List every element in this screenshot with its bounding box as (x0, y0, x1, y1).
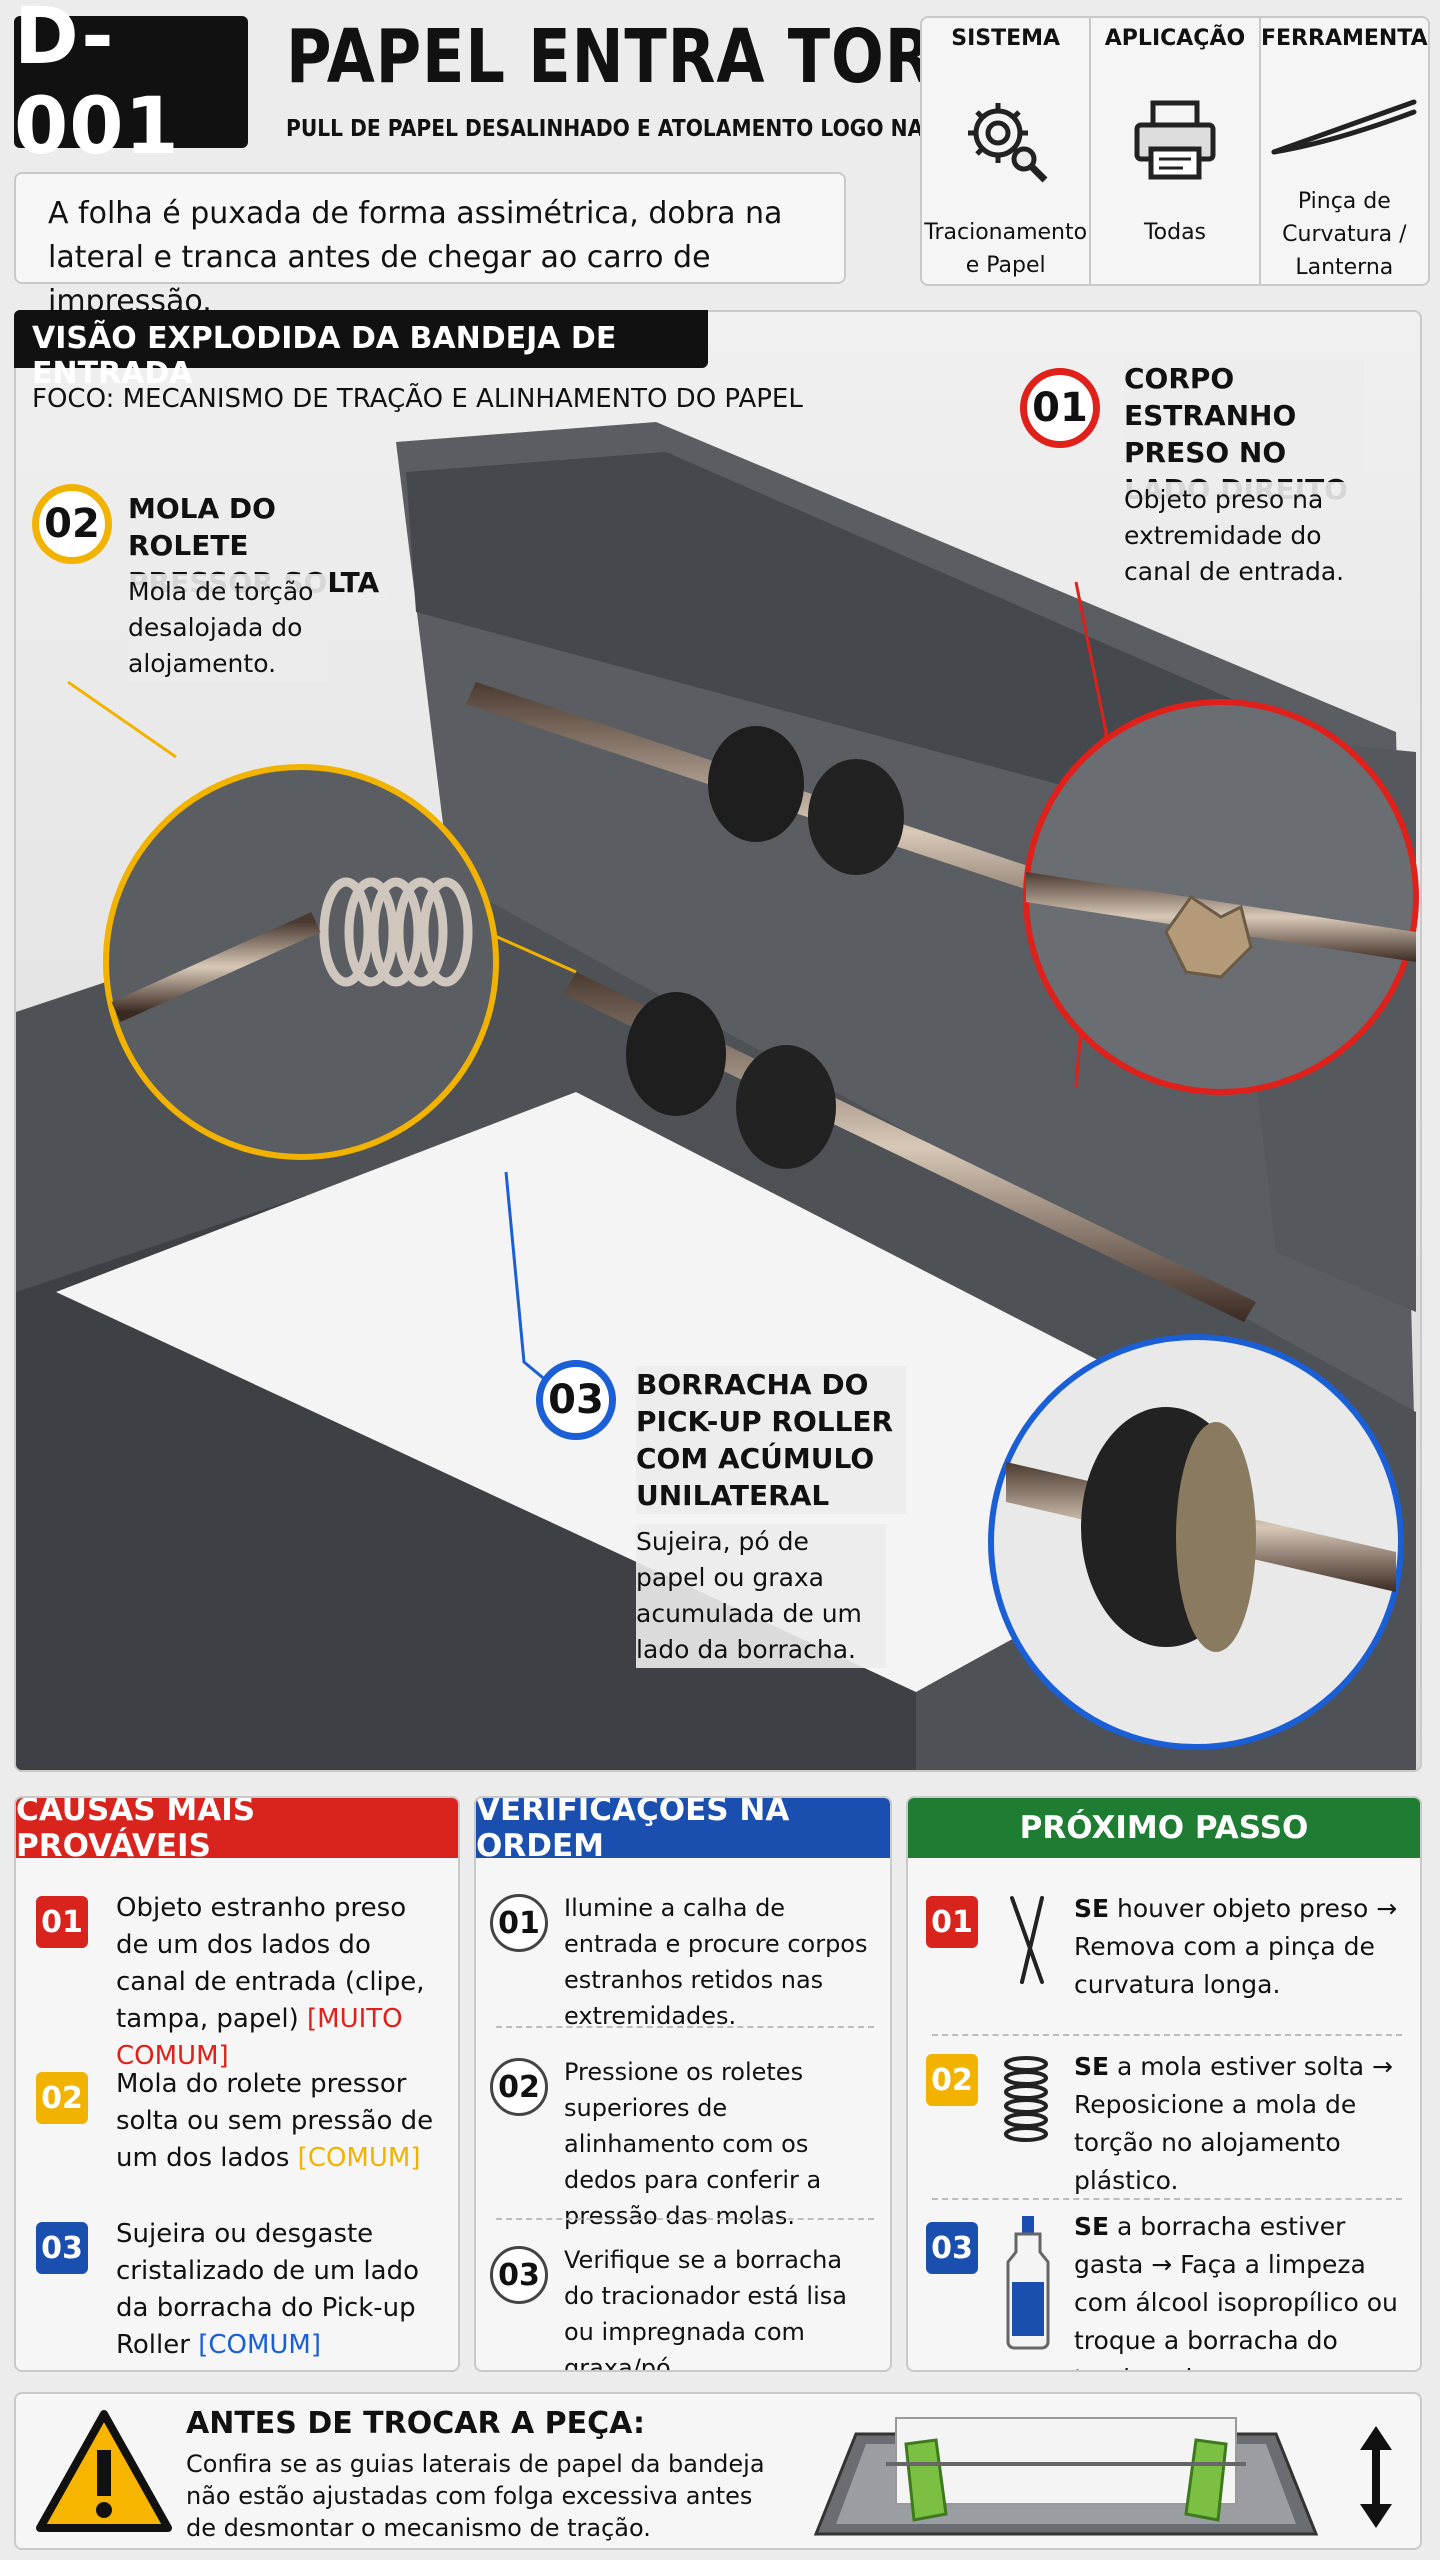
alcohol-bottle-icon (998, 2212, 1058, 2356)
step-condition: SE (1074, 2052, 1110, 2081)
warning-text: Confira se as guias laterais de papel da… (186, 2450, 765, 2542)
frequency-tag: [COMUM] (198, 2330, 322, 2360)
step-text: SE a borracha estiver gasta → Faça a lim… (1074, 2208, 1404, 2370)
page-subtitle: PULL DE PAPEL DESALINHADO E ATOLAMENTO L… (286, 116, 1039, 142)
meta-system: SISTEMA Tracionamento e Papel (922, 18, 1092, 284)
step-action: houver objeto preso → Remova com a pinça… (1074, 1894, 1398, 1999)
diagram-label: VISÃO EXPLODIDA DA BANDEJA DE ENTRADA (14, 310, 708, 391)
step-number: 01 (926, 1896, 978, 1948)
callout-02-text: Mola de torção desalojada do alojamento. (128, 574, 328, 682)
spring-icon (996, 2050, 1056, 2154)
step-action: a mola estiver solta → Reposicione a mol… (1074, 2052, 1394, 2195)
meta-tool: FERRAMENTA Pinça de Curvatura / Lanterna (1261, 18, 1428, 284)
meta-heading: SISTEMA (951, 26, 1061, 51)
step-condition: SE (1074, 2212, 1110, 2241)
symptom-description: A folha é puxada de forma assimétrica, d… (14, 172, 846, 319)
cause-number: 02 (36, 2072, 88, 2124)
meta-panel: SISTEMA Tracionamento e Papel APLICAÇÃO (920, 16, 1430, 286)
check-number: 03 (490, 2246, 548, 2304)
printer-icon (1125, 66, 1225, 216)
callout-03-title: BORRACHA DO PICK-UP ROLLER COM ACÚMULO U… (636, 1366, 906, 1514)
check-number: 01 (490, 1894, 548, 1952)
step-condition: SE (1074, 1894, 1110, 1923)
check-number: 02 (490, 2058, 548, 2116)
causes-title: CAUSAS MAIS PROVÁVEIS (16, 1798, 458, 1864)
cause-text: Sujeira ou desgaste cristalizado de um l… (116, 2216, 436, 2364)
check-text: Pressione os roletes superiores de alinh… (564, 2058, 822, 2230)
meta-application: APLICAÇÃO Todas (1091, 18, 1261, 284)
check-text: Ilumine a calha de entrada e procure cor… (564, 1894, 868, 2030)
meta-value: Tracionamento e Papel (924, 220, 1088, 278)
next-step-panel: PRÓXIMO PASSO 01 SE houver objeto preso … (906, 1796, 1422, 2372)
cause-text-body: Objeto estranho preso de um dos lados do… (116, 1893, 425, 2034)
meta-heading: FERRAMENTA (1261, 26, 1428, 51)
tweezers-icon (1264, 59, 1424, 185)
meta-heading: APLICAÇÃO (1104, 26, 1246, 51)
divider (932, 2198, 1402, 2200)
step-action: a borracha estiver gasta → Faça a limpez… (1074, 2212, 1398, 2370)
frequency-tag: [MUITO COMUM] (116, 2004, 403, 2071)
meta-value: Pinça de Curvatura / Lanterna (1282, 189, 1407, 280)
tweezers-icon (992, 1890, 1062, 1994)
gear-search-icon (956, 66, 1056, 216)
cause-text: Mola do rolete pressor solta ou sem pres… (116, 2066, 436, 2177)
warning-panel: ANTES DE TROCAR A PEÇA: Confira se as gu… (14, 2392, 1422, 2550)
callout-01-text: Objeto preso na extremidade do canal de … (1124, 482, 1364, 590)
warning-icon (34, 2406, 174, 2540)
callout-01-number: 01 (1020, 368, 1100, 448)
step-text: SE a mola estiver solta → Reposicione a … (1074, 2048, 1404, 2200)
meta-value: Todas (1143, 220, 1207, 245)
cause-text-body: Sujeira ou desgaste cristalizado de um l… (116, 2219, 419, 2360)
checks-panel: VERIFICAÇÕES NA ORDEM 01 Ilumine a calha… (474, 1796, 892, 2372)
cause-text: Objeto estranho preso de um dos lados do… (116, 1890, 436, 2075)
diagram-focus: FOCO: MECANISMO DE TRAÇÃO E ALINHAMENTO … (32, 384, 803, 414)
callout-03-number: 03 (536, 1360, 616, 1440)
step-number: 02 (926, 2054, 978, 2106)
divider (932, 2034, 1402, 2036)
page-title: PAPEL ENTRA TORTO (286, 14, 1028, 100)
callout-02-number: 02 (32, 484, 112, 564)
divider (496, 2026, 874, 2028)
checks-title: VERIFICAÇÕES NA ORDEM (476, 1798, 890, 1864)
callout-03-text: Sujeira, pó de papel ou graxa acumulada … (636, 1524, 886, 1668)
cause-number: 03 (36, 2222, 88, 2274)
paper-tray-guides-illustration (796, 2404, 1336, 2548)
divider (496, 2218, 874, 2220)
check-text: Verifique se a borracha do tracionador e… (564, 2246, 847, 2372)
vertical-arrow-icon (1356, 2422, 1396, 2536)
cause-number: 01 (36, 1896, 88, 1948)
cause-text-body: Mola do rolete pressor solta ou sem pres… (116, 2069, 434, 2173)
step-text: SE houver objeto preso → Remova com a pi… (1074, 1890, 1404, 2004)
causes-panel: CAUSAS MAIS PROVÁVEIS 01 Objeto estranho… (14, 1796, 460, 2372)
step-number: 03 (926, 2222, 978, 2274)
warning-title: ANTES DE TROCAR A PEÇA: (186, 2406, 645, 2441)
next-step-title: PRÓXIMO PASSO (908, 1798, 1420, 1858)
diagnostic-code: D-001 (14, 0, 248, 172)
frequency-tag: [COMUM] (297, 2143, 421, 2173)
